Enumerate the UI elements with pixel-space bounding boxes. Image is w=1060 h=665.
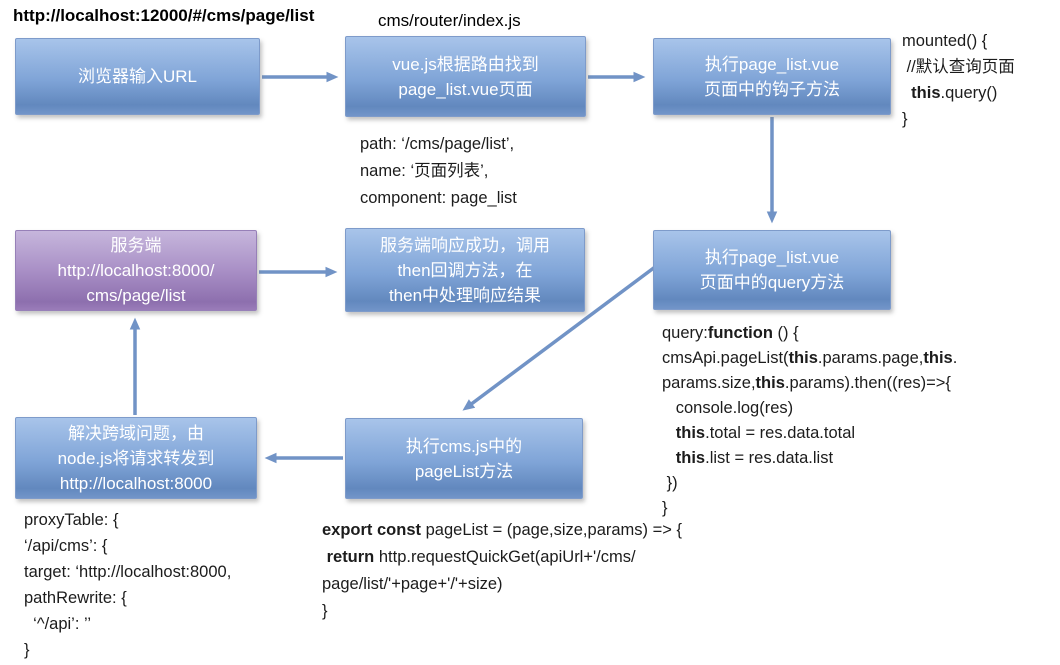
- export-pagelist-code-snippet: export const pageList = (page,size,param…: [322, 521, 682, 620]
- browser-url-label: http://localhost:12000/#/cms/page/list: [13, 6, 315, 25]
- router-file-label: cms/router/index.js: [378, 11, 521, 30]
- mounted-code-snippet: mounted() { //默认查询页面 this.query()}: [902, 32, 1015, 128]
- flow-node-browser-input-url: 浏览器输入URL: [15, 38, 260, 115]
- route-config-code-snippet: path: ‘/cms/page/list’,name: ‘页面列表’,comp…: [360, 135, 517, 207]
- proxy-table-code-snippet: proxyTable: {‘/api/cms’: {target: ‘http:…: [24, 511, 232, 659]
- query-function-code-snippet: query:function () {cmsApi.pageList(this.…: [662, 324, 958, 517]
